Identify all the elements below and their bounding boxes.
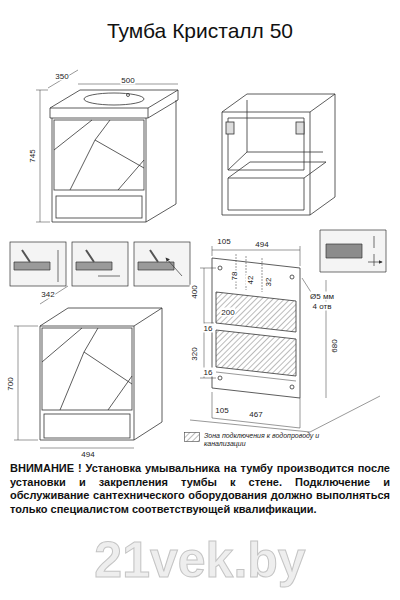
cabinet-front-view — [14, 286, 162, 448]
dimension: 494 — [254, 240, 269, 249]
dimension: 680 — [330, 338, 339, 353]
open-cabinet-frame — [222, 94, 335, 215]
dimension: 494 — [80, 450, 95, 459]
dimension: 467 — [248, 410, 263, 419]
cabinet-with-basin — [36, 70, 178, 222]
legend: Зона подключения к водопроводу и канализ… — [184, 432, 334, 448]
dimension: 745 — [28, 148, 37, 163]
hole-note: 4 отв — [312, 302, 333, 311]
hinge-adjustment-figures — [10, 230, 386, 286]
dimension: 350 — [54, 72, 69, 81]
dimension: 320 — [190, 346, 199, 361]
legend-row: Зона подключения к водопроводу и канализ… — [184, 432, 334, 448]
hole-note: Ø5 мм — [309, 292, 335, 301]
dimension: 16 — [203, 324, 214, 333]
legend-text: Зона подключения к водопроводу и канализ… — [204, 432, 324, 448]
dimension: 500 — [120, 76, 135, 85]
dimension: 200 — [220, 308, 235, 317]
warning-note: ВНИМАНИЕ ! Установка умывальника на тумб… — [10, 462, 390, 516]
wall-mounting-scheme — [190, 246, 380, 432]
watermark: 21vek.by — [94, 532, 305, 588]
dimension: 105 — [216, 237, 231, 246]
dimension: 700 — [6, 376, 15, 391]
dimension: 78 — [230, 271, 239, 282]
dimension: 32 — [264, 277, 273, 288]
hatch-swatch — [184, 432, 200, 442]
dimension: 105 — [214, 406, 229, 415]
dimension: 400 — [190, 284, 199, 299]
dimension: 16 — [203, 368, 214, 377]
dimension: 42 — [246, 275, 255, 286]
dimension: 342 — [40, 290, 55, 299]
page-title: Тумба Кристалл 50 — [0, 18, 400, 44]
